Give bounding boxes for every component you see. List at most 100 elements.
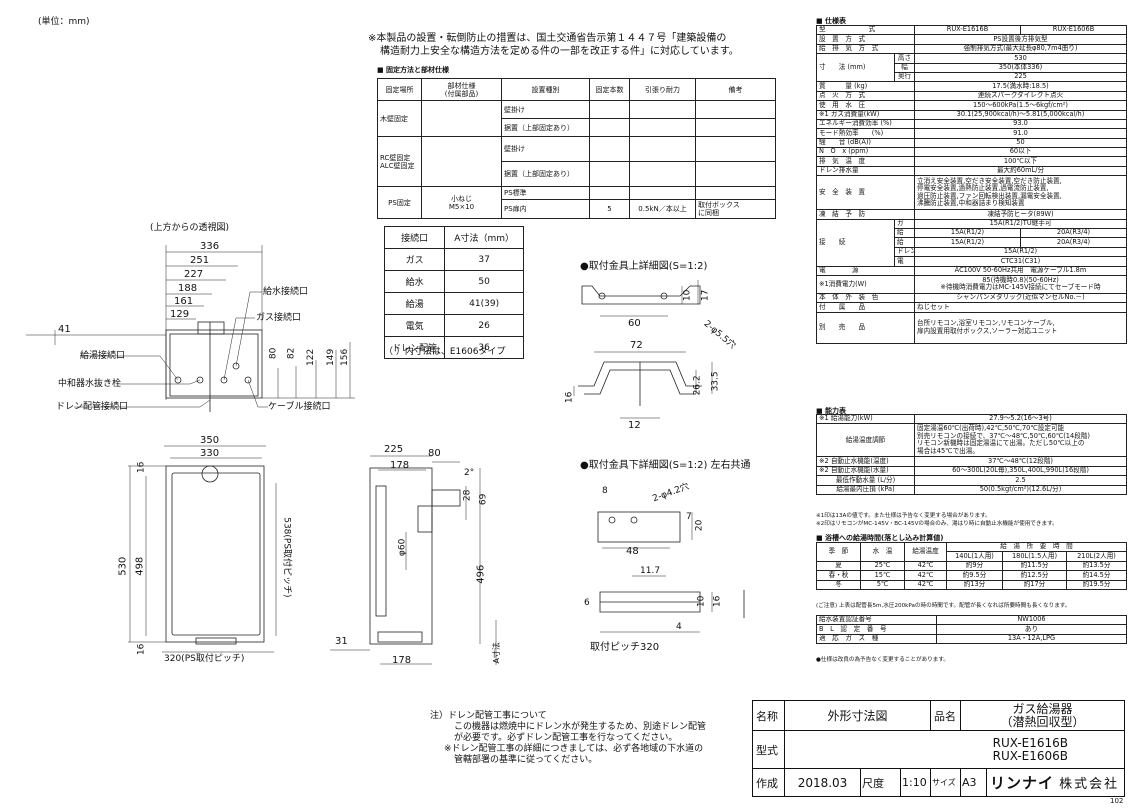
dim-80: 80 [268,347,279,360]
spec-freeze: 凍結予防ヒータ(89W) [914,209,1127,220]
upper-bracket-view [573,280,713,419]
dim-149: 149 [326,348,337,366]
spec-r14-v: 最大約60mL/分 [914,165,1127,177]
tb-size: A3 [960,768,988,797]
cert-r0-v: NW1006 [936,614,1127,626]
bath-h-water: 水 温 [860,542,905,562]
dim-335: 33.5 [710,371,721,392]
spec-r3-v: 350(本体336) [914,62,1127,73]
spec-consume1: 85(待機時0.8)(50-60Hz) [982,275,1059,284]
spec-r1-v: 強制排気方式(最大延長φ80,7m4曲り) [914,43,1127,55]
spec-opt1: 台所リモコン,浴室リモコン,リモコンケーブル, [917,319,1055,328]
spec-r6-k: 点 火 方 式 [816,90,915,102]
cert-r1-k: B L 認 定 番 号 [816,624,937,635]
tb-made-label: 作成 [752,768,785,797]
tb-brand-logo: リンナイ [990,774,1055,792]
spec-r6-v: 連続スパークダイレクト点火 [914,90,1127,102]
front-view [128,445,277,653]
tb-date: 2018.03 [784,768,861,797]
ab-r1-v: 27.9～5.2(16～3号) [914,413,1127,425]
ab-r1-k: ※1 給湯能力(kW) [816,413,915,425]
cert-r2-k: 適 応 ガ ス 種 [816,633,937,645]
spec-r12-v: 60以下 [914,147,1127,158]
dim-530: 530 [117,556,129,576]
spec-acc: ねじセット [914,302,1127,313]
ab-r3-v: 37℃～48℃(12段階) [914,456,1127,467]
spec-opt-label: 別 売 品 [816,311,915,344]
ab-r3-k: ※2 自動止水機能(温度) [816,456,915,467]
tb-model-label: 型式 [752,730,785,769]
tb-company: 株式会社 [1059,777,1120,792]
dim-48: 48 [626,546,639,557]
tb-model1: RUX-E1616B [992,735,1069,750]
dim-262: 26.2 [692,375,703,396]
bath-title: ■ 浴槽への給湯時間(落とし込み計算値) [816,534,944,542]
bath-r1-c4: 約12.5分 [1002,570,1067,581]
dim-2deg: 2° [464,468,475,478]
spec-color: シャンパンメタリック(近似マンセルNo.－) [914,292,1127,304]
spec-conn-4-k: 電 気 [894,256,915,267]
dim-188: 188 [178,283,198,294]
dim-16l: 16 [712,595,723,608]
bath-r2-c4: 約17分 [1002,579,1067,590]
dim-80s: 80 [428,448,441,459]
ab-r5-k: 最低作動水量 (L/分) [816,475,915,486]
fixing-title: ■ 固定方法と部材仕様 [377,66,450,74]
cert-note: ●仕様は改良の為予告なく変更することがあります。 [816,657,949,663]
spec-r10-v: 91.0 [914,128,1127,139]
dim-10l: 10 [696,595,707,608]
tb-product-label: 品名 [930,700,962,731]
spec-r4-v: 225 [914,71,1127,83]
tb-code: 102 [1110,797,1124,805]
spec-conn-0-k: ガ ス [894,218,915,230]
dim-6: 6 [584,598,590,608]
bath-r1-c0: 春・秋 [816,570,861,581]
unit-note: (単位：mm) [38,17,90,27]
spec-r14-k: ドレン排水量 [816,165,915,177]
spec-conn-label: 接 続 [816,218,895,267]
spec-freeze-label: 凍 結 予 防 [816,209,915,220]
spec-title: ■ 仕様表 [816,17,847,25]
spec-r2-k: 高さ [894,53,915,64]
note-line2: この機器は燃焼中にドレン水が発生するため、別途ドレン配管 [454,722,707,732]
ability-table: ※1 給湯能力(kW)27.9～5.2(16～3号) 給湯温度調節 固定湯温60… [816,413,1127,495]
dim-227: 227 [184,269,204,280]
spec-conn-2-v2: 20A(R3/4) [1020,237,1127,248]
tb-size-label: サイズ [930,768,962,797]
spec-r9-k: エネルギー消費効率 (%) [816,118,915,130]
bath-r0-c3: 約9分 [946,560,1003,572]
label-cable: ケーブル接続口 [268,402,331,412]
bath-r1-c3: 約9.5分 [946,570,1003,581]
notice-line2: 構造耐力上安全な構造方法を定める件の一部を改正する件」に対応しています。 [380,46,739,57]
dim-ps-pitch: 538(PS取付ピッチ) [281,517,292,598]
spec-r2-v: 530 [914,53,1127,64]
top-view [26,245,355,412]
dim-41: 41 [58,324,71,335]
ab-r5-v: 2.5 [914,475,1127,486]
spec-consume2: ※待機時消費電力はMC-145V接続にてセーブモード時 [940,283,1101,292]
dim-31: 31 [335,636,348,647]
bath-h-temp: 給湯温度 [904,542,947,562]
tb-model2: RUX-E1606B [992,748,1069,763]
label-water-inlet: 給水接続口 [263,287,309,297]
dim-129: 129 [170,309,190,320]
bath-r1-c2: 42℃ [904,570,947,581]
dim-12: 12 [628,420,641,431]
cert-r1-v: あり [936,624,1127,635]
fix-screw: 小ねじ M5×10 [421,186,502,219]
bath-h-180: 180L(1.5人用) [1002,551,1067,562]
spec-model2: RUX-E1606B [1020,24,1127,36]
title-block: 名称 外形寸法図 品名 ガス給湯器 （潜熱回収型） 型式 RUX-E1616B … [752,700,1126,797]
dim-phi60: φ60 [397,538,408,557]
ab-r6-v: 50(0.5kgf/cm²)(12.6L/分) [914,484,1127,495]
spec-r10-k: モード熱効率 (%) [816,128,915,139]
spec-r13-v: 100℃以下 [914,156,1127,167]
label-gas-inlet: ガス接続口 [256,313,302,323]
label-neutralizer: 中和器水抜き栓 [58,379,122,389]
spec-conn-0-v: 15A(R1/2)TU継手可 [914,218,1127,230]
tb-product1: ガス給湯器 [1012,701,1073,716]
spec-acc-label: 付 属 品 [816,302,915,313]
bath-r0-c5: 約13.5分 [1066,560,1127,572]
